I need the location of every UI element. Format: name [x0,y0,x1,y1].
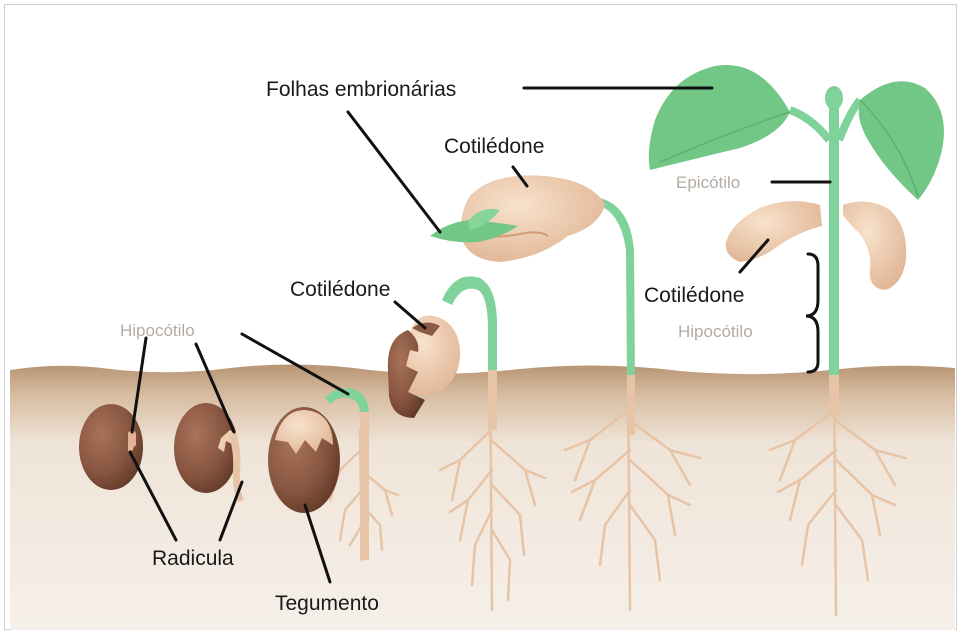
label-hipocotilo-right: Hipocótilo [678,322,753,341]
soil [10,364,955,630]
label-cotiledone-top: Cotilédone [444,135,544,158]
leader-folhas-2 [348,112,440,232]
leader-cotiledone-1 [395,302,425,328]
label-folhas-embrionarias: Folhas embrionárias [266,78,456,101]
label-hipocotilo-left: Hipocótilo [120,321,195,340]
label-cotiledone-right: Cotilédone [644,284,744,307]
label-tegumento: Tegumento [275,592,379,615]
label-cotiledone-middle: Cotilédone [290,278,390,301]
label-epicotilo: Epicótilo [676,173,740,192]
hipocotilo-2-bracket [806,254,818,372]
label-radicula: Radicula [152,547,234,570]
